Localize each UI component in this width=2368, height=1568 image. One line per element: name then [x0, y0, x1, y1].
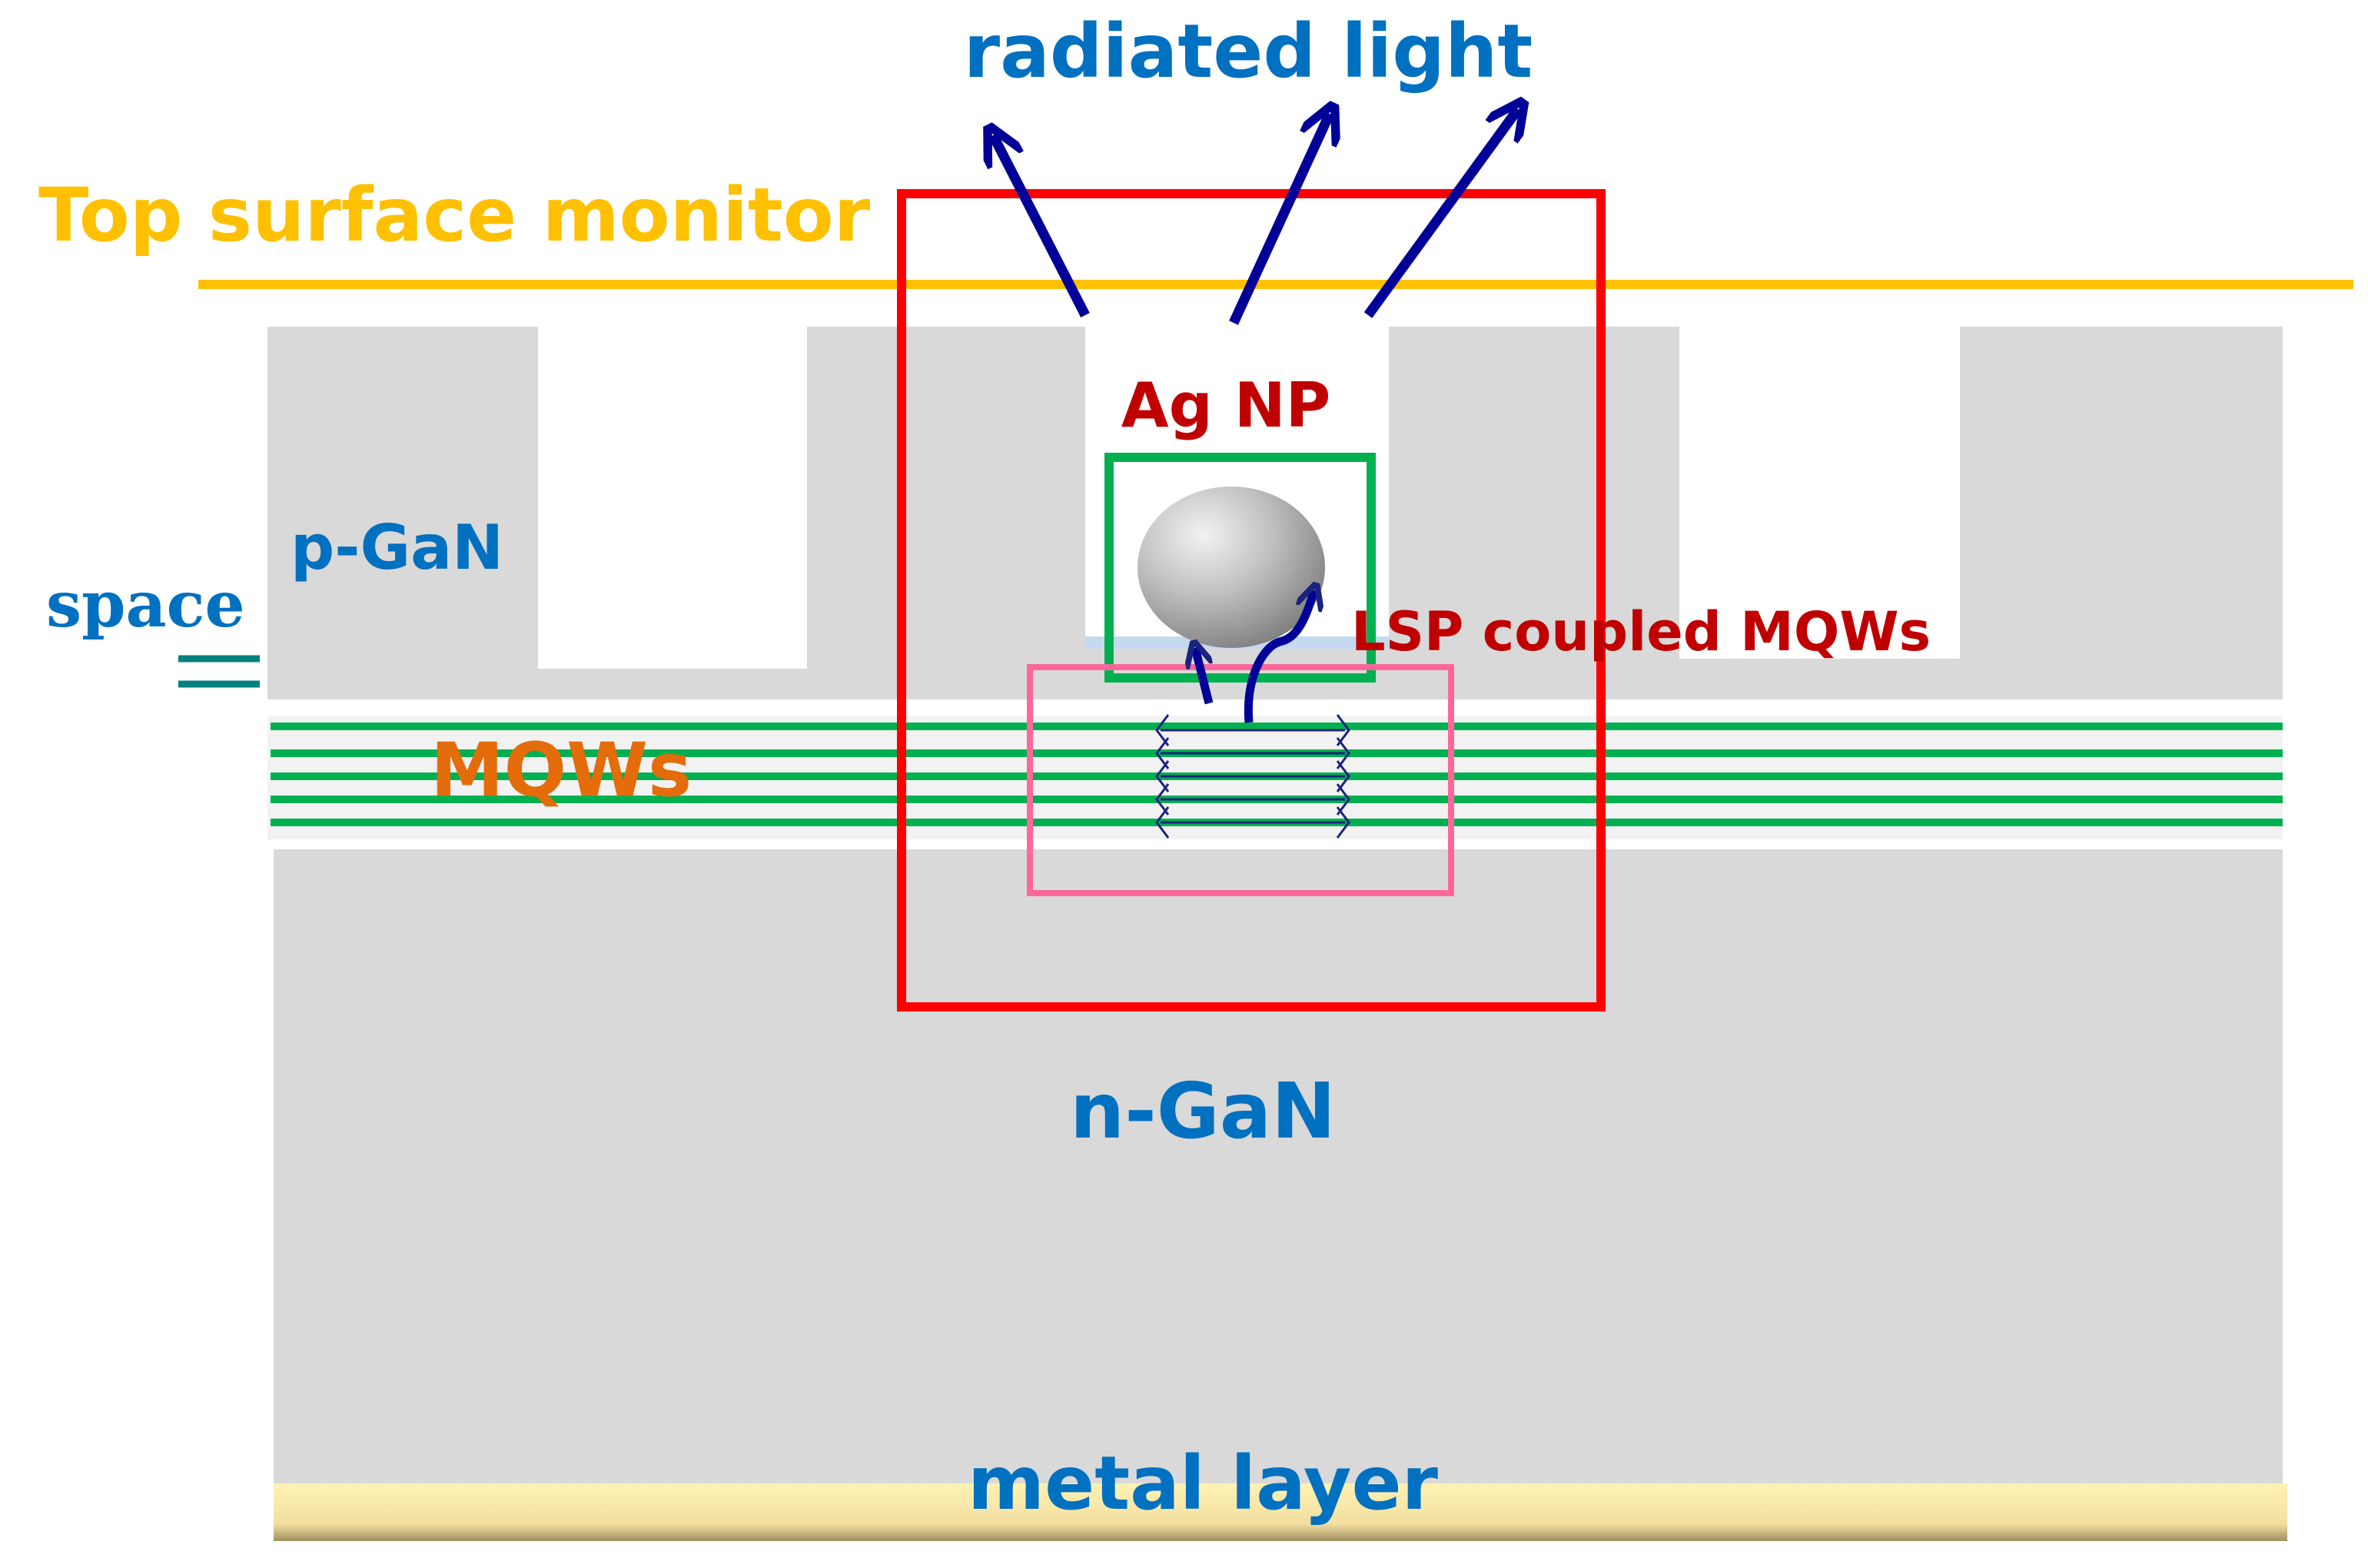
top-surface-monitor-label: Top surface monitor	[38, 172, 871, 258]
n-gan-layer	[274, 849, 2283, 1491]
metal-layer-label: metal layer	[968, 1440, 1439, 1526]
space-layer	[267, 699, 2283, 716]
radiated-light-arrow-left	[993, 135, 1090, 317]
radiated-light-arrow-right	[1363, 109, 1518, 318]
mqw-source-box	[1027, 664, 1454, 896]
coupling-arrow-left	[1195, 648, 1214, 705]
p-gan-hole-1	[538, 327, 807, 669]
ag-np-monitor-box	[1104, 453, 1376, 683]
simulation-region-box	[897, 189, 1606, 1012]
p-gan-label: p-GaN	[291, 512, 503, 583]
dipole-sources	[1155, 714, 1350, 839]
radiated-light-arrow-center	[1229, 114, 1330, 325]
metal-layer	[274, 1483, 2287, 1541]
coupling-arrow-wavy	[1244, 590, 1314, 723]
lsp-coupled-mqws-label: LSP coupled MQWs	[1351, 600, 1931, 663]
space-label: space	[46, 568, 245, 642]
ag-nanoparticle	[1138, 487, 1325, 648]
p-gan-hole-3	[1679, 327, 1960, 659]
mqws-label: MQWs	[430, 727, 692, 813]
ag-np-label: Ag NP	[1121, 370, 1331, 441]
n-gan-label: n-GaN	[1070, 1066, 1336, 1156]
radiated-light-label: radiated light	[964, 8, 1533, 95]
